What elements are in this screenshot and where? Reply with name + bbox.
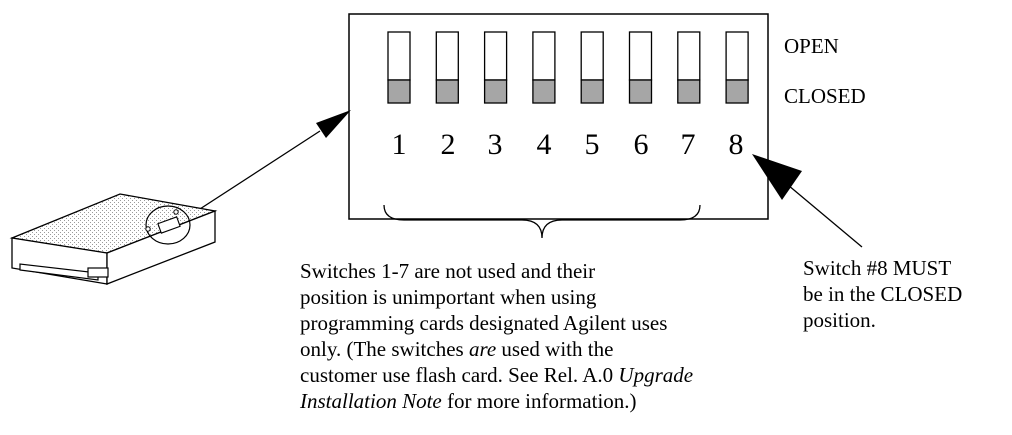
note-text: used with the [496, 337, 614, 361]
dip-switch-3 [483, 31, 508, 104]
switch-number-4: 4 [536, 128, 552, 161]
switch-open-zone [387, 31, 411, 81]
switch-open-zone [435, 31, 459, 81]
note-text: only. (The switches [300, 337, 469, 361]
dip-switch-6 [628, 31, 653, 104]
card-tab [87, 267, 109, 278]
note-text: for more information.) [441, 389, 637, 413]
switch-closed-actuator [387, 79, 411, 104]
dip-switch-5 [580, 31, 604, 104]
switch-number-6: 6 [633, 128, 649, 161]
dip-switch-2 [435, 31, 459, 104]
note-line: position. [803, 308, 876, 332]
switch-number-3: 3 [487, 128, 503, 161]
switches-1-7-note: Switches 1-7 are not used and their posi… [300, 258, 693, 414]
open-label: OPEN [784, 34, 839, 58]
switch-number-8: 8 [728, 128, 744, 161]
dip-switch-4 [532, 31, 556, 104]
note-emphasis: are [468, 337, 497, 361]
switch-number-1: 1 [391, 128, 407, 161]
switch-closed-actuator [483, 79, 508, 104]
switch-number-5: 5 [584, 128, 600, 161]
note-text: customer use flash card. See Rel. A.0 [300, 363, 619, 387]
note-line: Switch #8 MUST [803, 256, 952, 280]
switch-open-zone [725, 31, 749, 81]
note-line: customer use flash card. See Rel. A.0 Up… [300, 362, 693, 388]
switch-closed-actuator [532, 79, 556, 104]
switch8-arrow [752, 154, 863, 248]
switch-closed-actuator [628, 79, 653, 104]
closed-label: CLOSED [784, 84, 866, 108]
switch-array [387, 31, 749, 104]
brace [383, 204, 701, 239]
switch-open-zone [628, 31, 653, 81]
note-line: Switches 1-7 are not used and their [300, 259, 596, 283]
device-illustration [9, 193, 218, 285]
led-1 [173, 209, 179, 215]
note-line: programming cards designated Agilent use… [300, 311, 668, 335]
switch-window-circle [145, 205, 191, 245]
note-doc-title: Installation Note [300, 389, 442, 413]
switch-closed-actuator [725, 79, 749, 104]
switch-8-note: Switch #8 MUST be in the CLOSED position… [803, 255, 962, 333]
switch-closed-actuator [580, 79, 604, 104]
note-doc-title: Upgrade [618, 363, 694, 387]
note-line: be in the CLOSED [803, 282, 963, 306]
dip-switch-7 [677, 31, 701, 104]
note-line: position is unimportant when using [300, 285, 597, 309]
switch-closed-actuator [677, 79, 701, 104]
dip-switch-8 [725, 31, 749, 104]
note-line: only. (The switches are used with the [300, 336, 693, 362]
switch-open-zone [580, 31, 604, 81]
switch-number-7: 7 [680, 128, 696, 161]
switch-panel-frame [348, 13, 769, 220]
dip-switch-1 [387, 31, 411, 104]
switch-window [157, 216, 181, 234]
switch-open-zone [483, 31, 508, 81]
switch-open-zone [677, 31, 701, 81]
note-line: Installation Note for more information.) [300, 388, 693, 414]
switch-open-zone [532, 31, 556, 81]
switch-number-2: 2 [440, 128, 456, 161]
switch-closed-actuator [435, 79, 459, 104]
led-2 [145, 226, 151, 232]
